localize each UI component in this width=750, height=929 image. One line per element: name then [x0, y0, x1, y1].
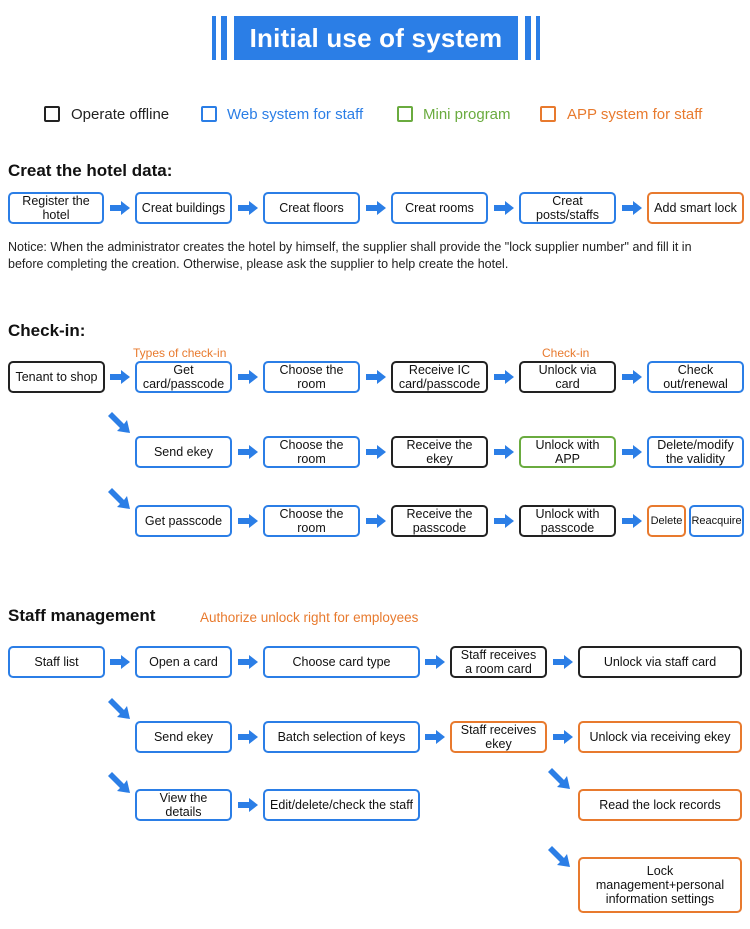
legend-label-offline: Operate offline	[71, 106, 170, 123]
choose-room-box: Choose the room	[263, 361, 360, 393]
unlock-via-card-box: Unlock via card	[519, 361, 616, 393]
legend-swatch-offline	[44, 106, 60, 122]
choose-room-box: Choose the room	[263, 505, 360, 537]
arrow-right-icon	[238, 201, 258, 215]
open-card-box: Open a card	[135, 646, 232, 678]
check-out-renewal-box: Check out/renewal	[647, 361, 744, 393]
lock-management-settings-box: Lock management+personal information set…	[578, 857, 742, 913]
section-heading-staff-management: Staff management	[8, 606, 156, 625]
arrow-right-icon	[238, 730, 258, 744]
arrow-right-icon	[238, 370, 258, 384]
check-in-label: Check-in	[542, 346, 590, 360]
arrow-right-icon	[622, 445, 642, 459]
arrow-right-icon	[366, 514, 386, 528]
add-smart-lock-box: Add smart lock	[647, 192, 744, 224]
banner-stripe	[525, 16, 531, 60]
section-heading-hotel-data: Creat the hotel data:	[8, 161, 173, 180]
legend-label-app: APP system for staff	[567, 106, 703, 123]
arrow-right-icon	[366, 370, 386, 384]
legend-label-web: Web system for staff	[227, 106, 364, 123]
delete-modify-validity-box: Delete/modify the validity	[647, 436, 744, 468]
send-ekey-staff-box: Send ekey	[135, 721, 232, 753]
creat-floors-box: Creat floors	[263, 192, 360, 224]
arrow-right-icon	[110, 370, 130, 384]
arrow-diagonal-icon	[106, 771, 132, 795]
staff-list-box: Staff list	[8, 646, 105, 678]
receive-ic-card-box: Receive IC card/passcode	[391, 361, 488, 393]
arrow-diagonal-icon	[546, 845, 572, 869]
reacquire-box: Reacquire	[689, 505, 744, 537]
banner-stripe	[212, 16, 216, 60]
get-passcode-box: Get passcode	[135, 505, 232, 537]
arrow-right-icon	[622, 201, 642, 215]
arrow-diagonal-icon	[546, 767, 572, 791]
arrow-right-icon	[494, 514, 514, 528]
arrow-right-icon	[553, 655, 573, 669]
unlock-via-receiving-ekey-box: Unlock via receiving ekey	[578, 721, 742, 753]
creat-rooms-box: Creat rooms	[391, 192, 488, 224]
arrow-right-icon	[366, 445, 386, 459]
types-of-check-in-label: Types of check-in	[133, 346, 227, 360]
choose-card-type-box: Choose card type	[263, 646, 420, 678]
arrow-right-icon	[110, 201, 130, 215]
arrow-right-icon	[110, 655, 130, 669]
banner-stripe	[221, 16, 227, 60]
unlock-via-staff-card-box: Unlock via staff card	[578, 646, 742, 678]
page-title: Initial use of system	[234, 16, 518, 60]
notice-text: Notice: When the administrator creates t…	[8, 240, 692, 271]
arrow-right-icon	[494, 445, 514, 459]
delete-box: Delete	[647, 505, 686, 537]
unlock-with-passcode-box: Unlock with passcode	[519, 505, 616, 537]
arrow-right-icon	[238, 445, 258, 459]
get-card-passcode-box: Get card/passcode	[135, 361, 232, 393]
legend-swatch-web	[201, 106, 217, 122]
unlock-with-app-box: Unlock with APP	[519, 436, 616, 468]
batch-selection-box: Batch selection of keys	[263, 721, 420, 753]
receive-passcode-box: Receive the passcode	[391, 505, 488, 537]
section-heading-check-in: Check-in:	[8, 321, 86, 340]
view-details-box: View the details	[135, 789, 232, 821]
send-ekey-box: Send ekey	[135, 436, 232, 468]
arrow-right-icon	[366, 201, 386, 215]
arrow-right-icon	[238, 798, 258, 812]
arrow-right-icon	[425, 655, 445, 669]
title-banner: Initial use of system	[212, 16, 540, 60]
read-lock-records-box: Read the lock records	[578, 789, 742, 821]
legend-swatch-app	[540, 106, 556, 122]
choose-room-box: Choose the room	[263, 436, 360, 468]
banner-stripe	[536, 16, 540, 60]
creat-posts-staffs-box: Creat posts/staffs	[519, 192, 616, 224]
arrow-diagonal-icon	[106, 697, 132, 721]
arrow-diagonal-icon	[106, 487, 132, 511]
tenant-to-shop-box: Tenant to shop	[8, 361, 105, 393]
legend-label-mini: Mini program	[423, 106, 511, 123]
arrow-right-icon	[622, 370, 642, 384]
arrow-right-icon	[494, 370, 514, 384]
arrow-right-icon	[425, 730, 445, 744]
arrow-diagonal-icon	[106, 411, 132, 435]
arrow-right-icon	[553, 730, 573, 744]
arrow-right-icon	[238, 655, 258, 669]
receive-ekey-box: Receive the ekey	[391, 436, 488, 468]
edit-delete-check-staff-box: Edit/delete/check the staff	[263, 789, 420, 821]
arrow-right-icon	[238, 514, 258, 528]
arrow-right-icon	[494, 201, 514, 215]
creat-buildings-box: Creat buildings	[135, 192, 232, 224]
staff-receives-ekey-box: Staff receives ekey	[450, 721, 547, 753]
arrow-right-icon	[622, 514, 642, 528]
legend-swatch-mini	[397, 106, 413, 122]
staff-receives-room-card-box: Staff receives a room card	[450, 646, 547, 678]
authorize-unlock-label: Authorize unlock right for employees	[200, 610, 419, 625]
register-hotel-box: Register the hotel	[8, 192, 104, 224]
